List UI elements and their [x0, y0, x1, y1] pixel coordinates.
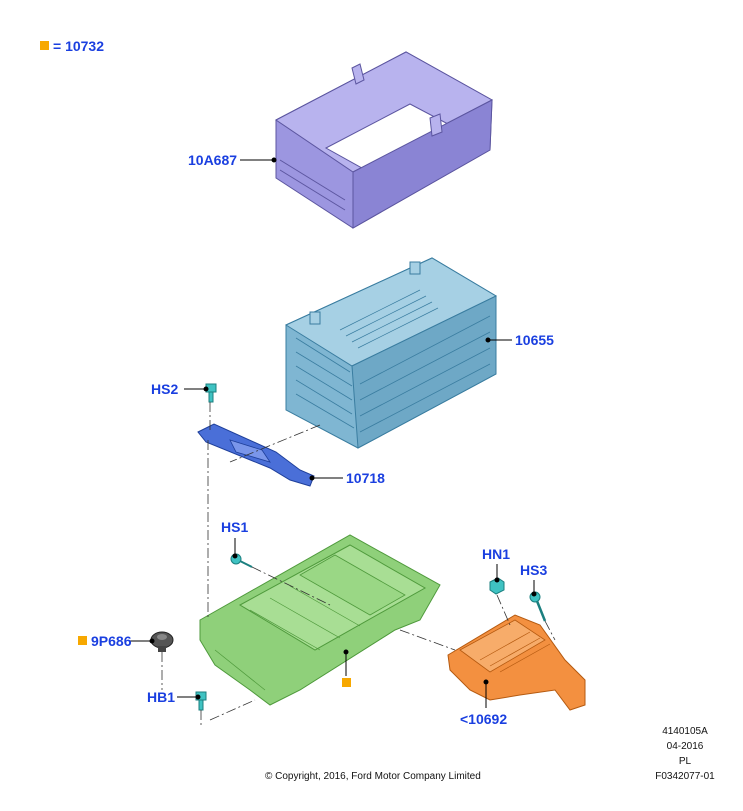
label-hs2[interactable]: HS2 — [151, 381, 179, 397]
footer-region: PL — [678, 756, 692, 767]
orange-square-icon — [78, 636, 87, 645]
orange-square-icon — [40, 41, 49, 50]
label-9P686-text: 9P686 — [91, 633, 132, 649]
legend-text: = 10732 — [53, 38, 104, 54]
label-10A687[interactable]: 10A687 — [188, 152, 238, 168]
label-hn1[interactable]: HN1 — [482, 546, 511, 562]
assembly-lines — [161, 402, 556, 725]
hold-down-clamp-part[interactable] — [197, 423, 315, 487]
label-hb1[interactable]: HB1 — [147, 689, 176, 705]
kit-marker-icon — [342, 678, 351, 687]
footer-copyright: © Copyright, 2016, Ford Motor Company Li… — [265, 771, 481, 782]
battery-tray-part[interactable] — [199, 534, 441, 706]
label-9P686[interactable]: 9P686 — [78, 633, 131, 649]
label-hs3[interactable]: HS3 — [520, 562, 548, 578]
grommet-icon[interactable] — [150, 631, 174, 652]
footer-date: 04-2016 — [666, 741, 704, 752]
label-hs1[interactable]: HS1 — [221, 519, 249, 535]
footer-code: 4140105A — [662, 726, 708, 737]
bolt-hs2-icon[interactable] — [205, 383, 217, 403]
bracket-part[interactable] — [447, 614, 586, 711]
label-10692[interactable]: <10692 — [460, 711, 508, 727]
legend-kit-label: = 10732 — [40, 38, 104, 54]
label-10655[interactable]: 10655 — [515, 332, 554, 348]
footer-figure: F0342077-01 — [655, 771, 715, 782]
battery-cover-part[interactable] — [275, 51, 494, 229]
battery-part[interactable] — [284, 257, 498, 449]
label-10718[interactable]: 10718 — [346, 470, 385, 486]
bolt-hs3-icon[interactable] — [529, 591, 547, 622]
leader-lines — [130, 157, 537, 708]
